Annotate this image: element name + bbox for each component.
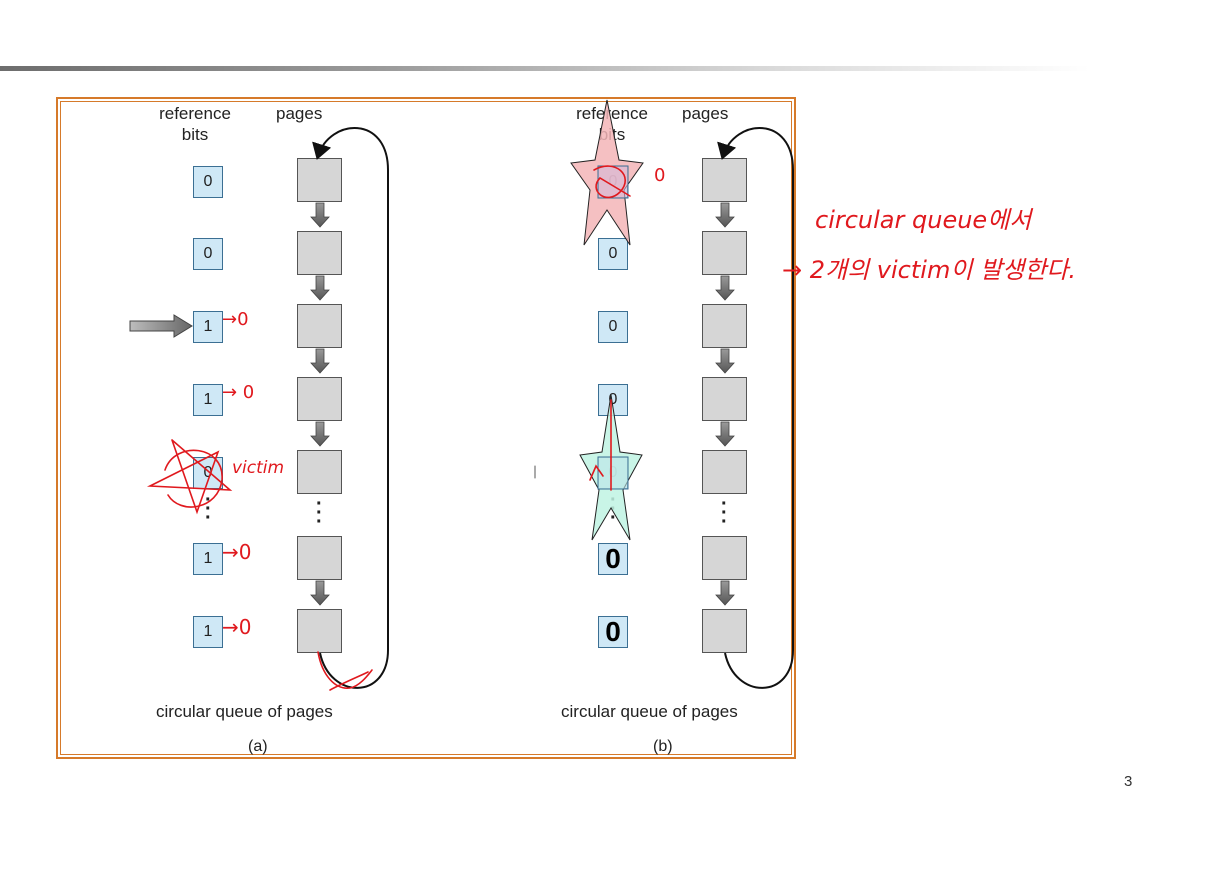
b-circular-loop bbox=[717, 127, 794, 689]
a-header-pages: pages bbox=[276, 104, 323, 123]
a-annotation-row4: → 0 bbox=[222, 382, 255, 403]
b-ref-bit-2: 0 bbox=[598, 238, 628, 270]
a-page-ellipsis: ··· bbox=[316, 493, 323, 533]
a-clock-hand-pointer bbox=[129, 314, 193, 338]
b-page-6 bbox=[702, 536, 747, 580]
b-header-pages: pages bbox=[682, 104, 729, 123]
a-annotation-victim: victim bbox=[232, 458, 285, 478]
page-number: 3 bbox=[1124, 773, 1133, 790]
a-annotation-row6: →0 bbox=[222, 540, 252, 564]
b-red-star-inner-box bbox=[597, 165, 629, 199]
a-ref-bit-3: 1 bbox=[193, 311, 223, 343]
a-ref-bit-7: 1 bbox=[193, 616, 223, 648]
b-ref-bit-6: 0 bbox=[598, 543, 628, 575]
b-page-link-arrows bbox=[715, 202, 735, 606]
b-header-ref-line1: reference bbox=[576, 104, 648, 123]
a-header-ref-line1: reference bbox=[159, 104, 231, 123]
a-label: (a) bbox=[248, 738, 268, 755]
a-annotation-row3: →0 bbox=[222, 309, 249, 330]
a-page-2 bbox=[297, 231, 342, 275]
a-page-6 bbox=[297, 536, 342, 580]
a-header-ref-line2: bits bbox=[181, 125, 209, 144]
a-circular-loop bbox=[312, 127, 389, 689]
figure-frame-inner bbox=[60, 101, 792, 755]
a-page-4 bbox=[297, 377, 342, 421]
b-ref-bit-3: 0 bbox=[598, 311, 628, 343]
a-page-link-arrows bbox=[310, 202, 330, 606]
b-annotation-star-zero: 0 bbox=[654, 165, 666, 186]
b-label: (b) bbox=[653, 738, 673, 755]
a-annotation-row7: →0 bbox=[222, 615, 252, 639]
a-caption: circular queue of pages bbox=[156, 702, 333, 721]
b-page-3 bbox=[702, 304, 747, 348]
figure-frame bbox=[56, 97, 796, 759]
a-ref-bit-4: 1 bbox=[193, 384, 223, 416]
a-ref-ellipsis: ··· bbox=[205, 489, 212, 529]
title-bar-rule bbox=[0, 66, 1090, 71]
b-page-ellipsis: ··· bbox=[721, 493, 728, 533]
b-caption: circular queue of pages bbox=[561, 702, 738, 721]
a-page-5 bbox=[297, 450, 342, 494]
b-page-1 bbox=[702, 158, 747, 202]
b-page-7 bbox=[702, 609, 747, 653]
a-ref-bit-6: 1 bbox=[193, 543, 223, 575]
a-page-7 bbox=[297, 609, 342, 653]
a-page-3 bbox=[297, 304, 342, 348]
a-header-reference-bits: reference bits bbox=[158, 103, 232, 145]
b-page-4 bbox=[702, 377, 747, 421]
b-page-5 bbox=[702, 450, 747, 494]
a-ref-bit-1: 0 bbox=[193, 166, 223, 198]
note-line-2: → 2개의 victim이 발생한다. bbox=[782, 256, 1076, 284]
b-page-2 bbox=[702, 231, 747, 275]
b-ref-bit-7: 0 bbox=[598, 616, 628, 648]
b-cyan-star-inner-box bbox=[597, 456, 629, 490]
handwriting-strokes bbox=[146, 165, 631, 691]
note-line-1: circular queue에서 bbox=[815, 206, 1032, 234]
a-ref-bit-2: 0 bbox=[193, 238, 223, 270]
